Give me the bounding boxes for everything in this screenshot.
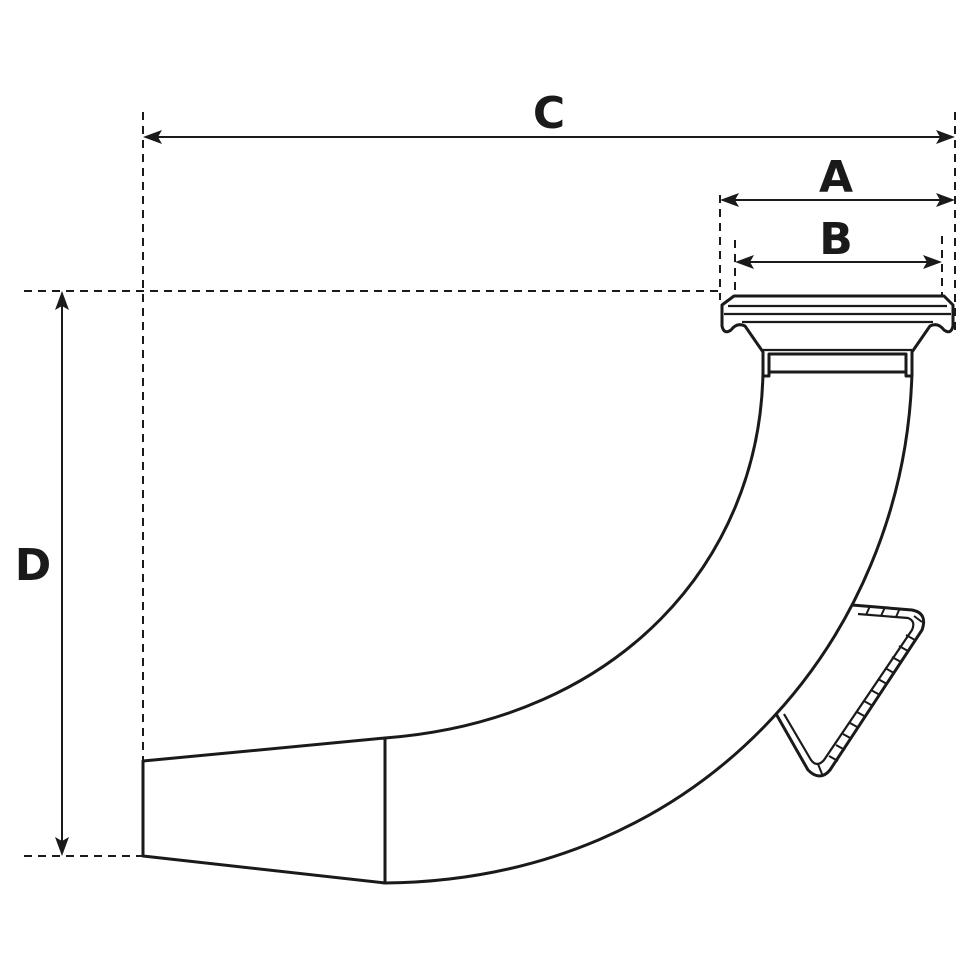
- top-flange: [720, 294, 955, 378]
- dimension-d: D: [15, 291, 69, 856]
- pipe-outlet-taper: [141, 736, 387, 885]
- dimension-label-b: B: [819, 214, 853, 265]
- dimension-b: B: [735, 214, 942, 269]
- hatch-pattern: [817, 605, 923, 775]
- side-bracket: [773, 603, 926, 778]
- dimension-a: A: [720, 152, 955, 207]
- dimension-label-c: C: [533, 88, 565, 139]
- pipe-bend: [383, 370, 914, 885]
- arrow-left-icon: [720, 193, 739, 207]
- arrow-left-icon: [143, 130, 162, 144]
- arrow-right-icon: [936, 193, 955, 207]
- arrow-left-icon: [735, 255, 754, 269]
- dimension-c: C: [143, 88, 955, 144]
- arrow-up-icon: [55, 291, 69, 310]
- arrow-right-icon: [923, 255, 942, 269]
- dimension-label-a: A: [819, 152, 853, 203]
- arrow-down-icon: [55, 837, 69, 856]
- extension-lines: [24, 112, 956, 857]
- dimension-label-d: D: [15, 540, 52, 591]
- pipe-body: [141, 370, 914, 885]
- arrow-right-icon: [936, 130, 955, 144]
